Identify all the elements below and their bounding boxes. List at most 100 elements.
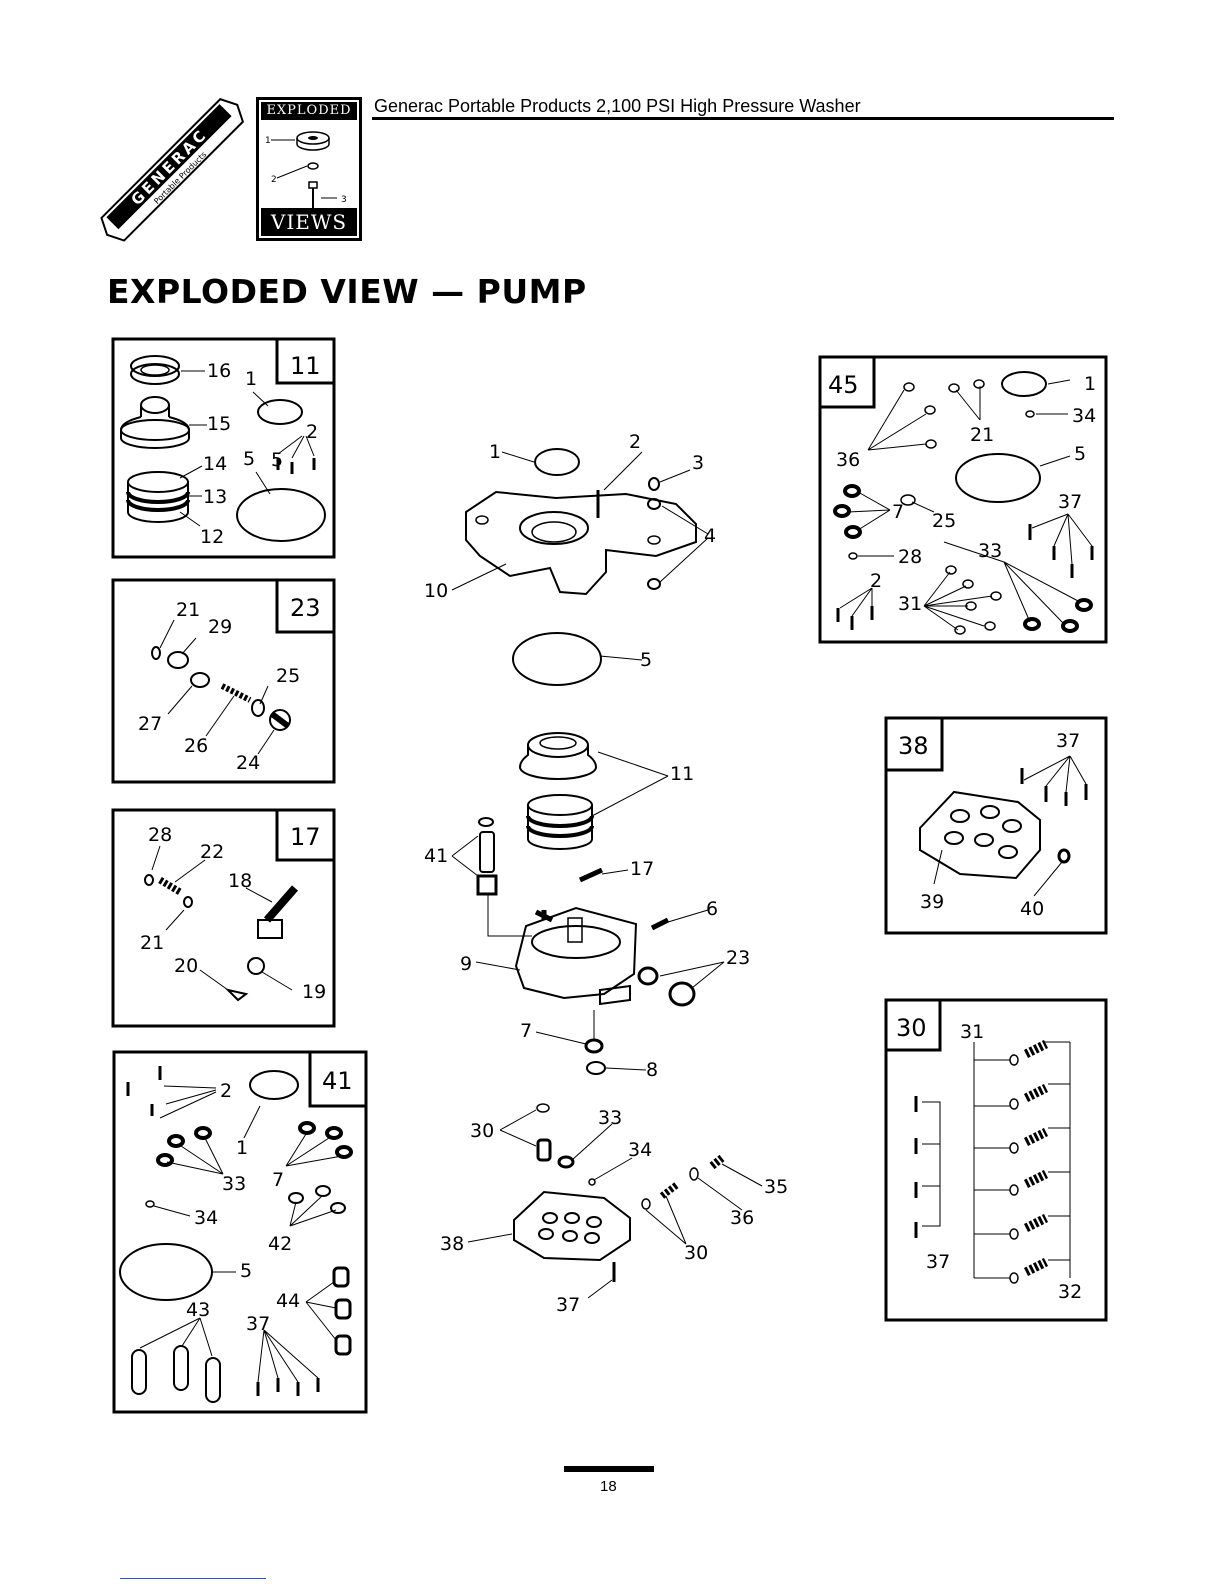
badge-label: 1 — [265, 136, 271, 146]
callout-label: 9 — [460, 953, 472, 975]
callout-label: 20 — [174, 955, 198, 977]
panel-tag: 30 — [896, 1014, 927, 1042]
callout-label: 5 — [1074, 443, 1086, 465]
panel-tag: 45 — [828, 371, 859, 399]
callout-label: 1 — [1084, 373, 1096, 395]
pump-assembly: 1 2 3 4 10 5 11 41 17 6 9 23 7 8 30 33 3… — [424, 431, 788, 1316]
badge-bottom-text: VIEWS — [261, 208, 357, 236]
callout-label: 37 — [556, 1294, 580, 1316]
callout-label: 16 — [207, 360, 231, 382]
callout-label: 25 — [276, 665, 300, 687]
callout-label: 35 — [764, 1176, 788, 1198]
exploded-views-badge: EXPLODED 1 2 3 VIEWS — [256, 97, 362, 241]
callout-label: 26 — [184, 735, 208, 757]
callout-label: 31 — [960, 1021, 984, 1043]
footer-link-underline — [120, 1578, 266, 1579]
callout-label: 4 — [704, 525, 716, 547]
callout-label: 5 — [243, 448, 255, 470]
callout-label: 5 — [271, 449, 283, 471]
callout-label: 33 — [222, 1173, 246, 1195]
page-number: 18 — [600, 1478, 617, 1495]
callout-label: 19 — [302, 981, 326, 1003]
panel-41: 41 2 1 33 7 34 42 5 44 43 37 — [112, 1050, 368, 1414]
callout-label: 40 — [1020, 898, 1044, 920]
generac-logo: GENERAC Portable Products — [100, 97, 245, 242]
callout-label: 41 — [424, 845, 448, 867]
callout-label: 34 — [1072, 405, 1096, 427]
callout-label: 1 — [245, 368, 257, 390]
callout-label: 29 — [208, 616, 232, 638]
panel-tag: 23 — [290, 594, 321, 622]
panel-30: 30 31 37 32 — [884, 998, 1108, 1322]
callout-label: 13 — [203, 486, 227, 508]
header-title: Generac Portable Products 2,100 PSI High… — [374, 96, 861, 116]
callout-label: 22 — [200, 841, 224, 863]
callout-label: 21 — [140, 932, 164, 954]
callout-label: 2 — [306, 421, 318, 443]
callout-label: 36 — [836, 449, 860, 471]
callout-label: 23 — [726, 947, 750, 969]
callout-label: 31 — [898, 593, 922, 615]
callout-label: 32 — [1058, 1281, 1082, 1303]
callout-label: 21 — [970, 424, 994, 446]
callout-label: 37 — [926, 1251, 950, 1273]
callout-label: 8 — [646, 1059, 658, 1081]
callout-label: 33 — [978, 540, 1002, 562]
callout-label: 3 — [692, 452, 704, 474]
callout-label: 36 — [730, 1207, 754, 1229]
callout-label: 27 — [138, 713, 162, 735]
callout-label: 37 — [246, 1313, 270, 1335]
callout-label: 1 — [236, 1137, 248, 1159]
badge-icon: 1 2 3 — [265, 131, 347, 208]
callout-label: 34 — [194, 1207, 218, 1229]
callout-label: 14 — [203, 453, 227, 475]
callout-label: 18 — [228, 870, 252, 892]
callout-label: 38 — [440, 1233, 464, 1255]
badge-top-text: EXPLODED — [261, 102, 357, 120]
callout-label: 10 — [424, 580, 448, 602]
header-rule — [372, 117, 1114, 120]
page-heading: EXPLODED VIEW — PUMP — [107, 272, 587, 311]
callout-label: 11 — [670, 763, 694, 785]
badge-label: 3 — [341, 195, 347, 205]
callout-label: 25 — [932, 510, 956, 532]
panel-tag: 17 — [290, 823, 321, 851]
callout-label: 5 — [240, 1260, 252, 1282]
callout-label: 34 — [628, 1139, 652, 1161]
callout-label: 43 — [186, 1299, 210, 1321]
panel-tag: 11 — [290, 352, 321, 380]
callout-label: 28 — [898, 546, 922, 568]
callout-label: 12 — [200, 526, 224, 548]
panel-45: 45 1 34 21 36 5 37 7 25 28 33 2 31 — [818, 355, 1108, 644]
callout-label: 33 — [598, 1107, 622, 1129]
page-number-bar — [564, 1466, 654, 1472]
panel-38: 38 37 39 40 — [884, 716, 1108, 935]
callout-label: 39 — [920, 891, 944, 913]
callout-label: 37 — [1056, 730, 1080, 752]
callout-label: 17 — [630, 858, 654, 880]
callout-label: 24 — [236, 752, 260, 774]
panel-tag: 38 — [898, 732, 929, 760]
callout-label: 2 — [629, 431, 641, 453]
callout-label: 7 — [272, 1169, 284, 1191]
callout-label: 7 — [520, 1020, 532, 1042]
callout-label: 30 — [684, 1242, 708, 1264]
callout-label: 37 — [1058, 491, 1082, 513]
panel-tag: 41 — [322, 1067, 353, 1095]
callout-label: 1 — [489, 441, 501, 463]
callout-label: 2 — [870, 570, 882, 592]
callout-label: 21 — [176, 599, 200, 621]
callout-label: 28 — [148, 824, 172, 846]
panel-23: 23 21 29 25 27 26 24 — [111, 578, 336, 784]
callout-label: 30 — [470, 1120, 494, 1142]
callout-label: 2 — [220, 1080, 232, 1102]
callout-label: 44 — [276, 1290, 300, 1312]
callout-label: 6 — [706, 898, 718, 920]
panel-11: 11 16 1 15 2 14 5 5 13 12 — [111, 337, 336, 559]
panel-17: 17 28 22 18 21 20 19 — [111, 808, 336, 1028]
badge-label: 2 — [271, 175, 277, 185]
callout-label: 15 — [207, 413, 231, 435]
callout-label: 7 — [892, 501, 904, 523]
callout-label: 5 — [640, 649, 652, 671]
